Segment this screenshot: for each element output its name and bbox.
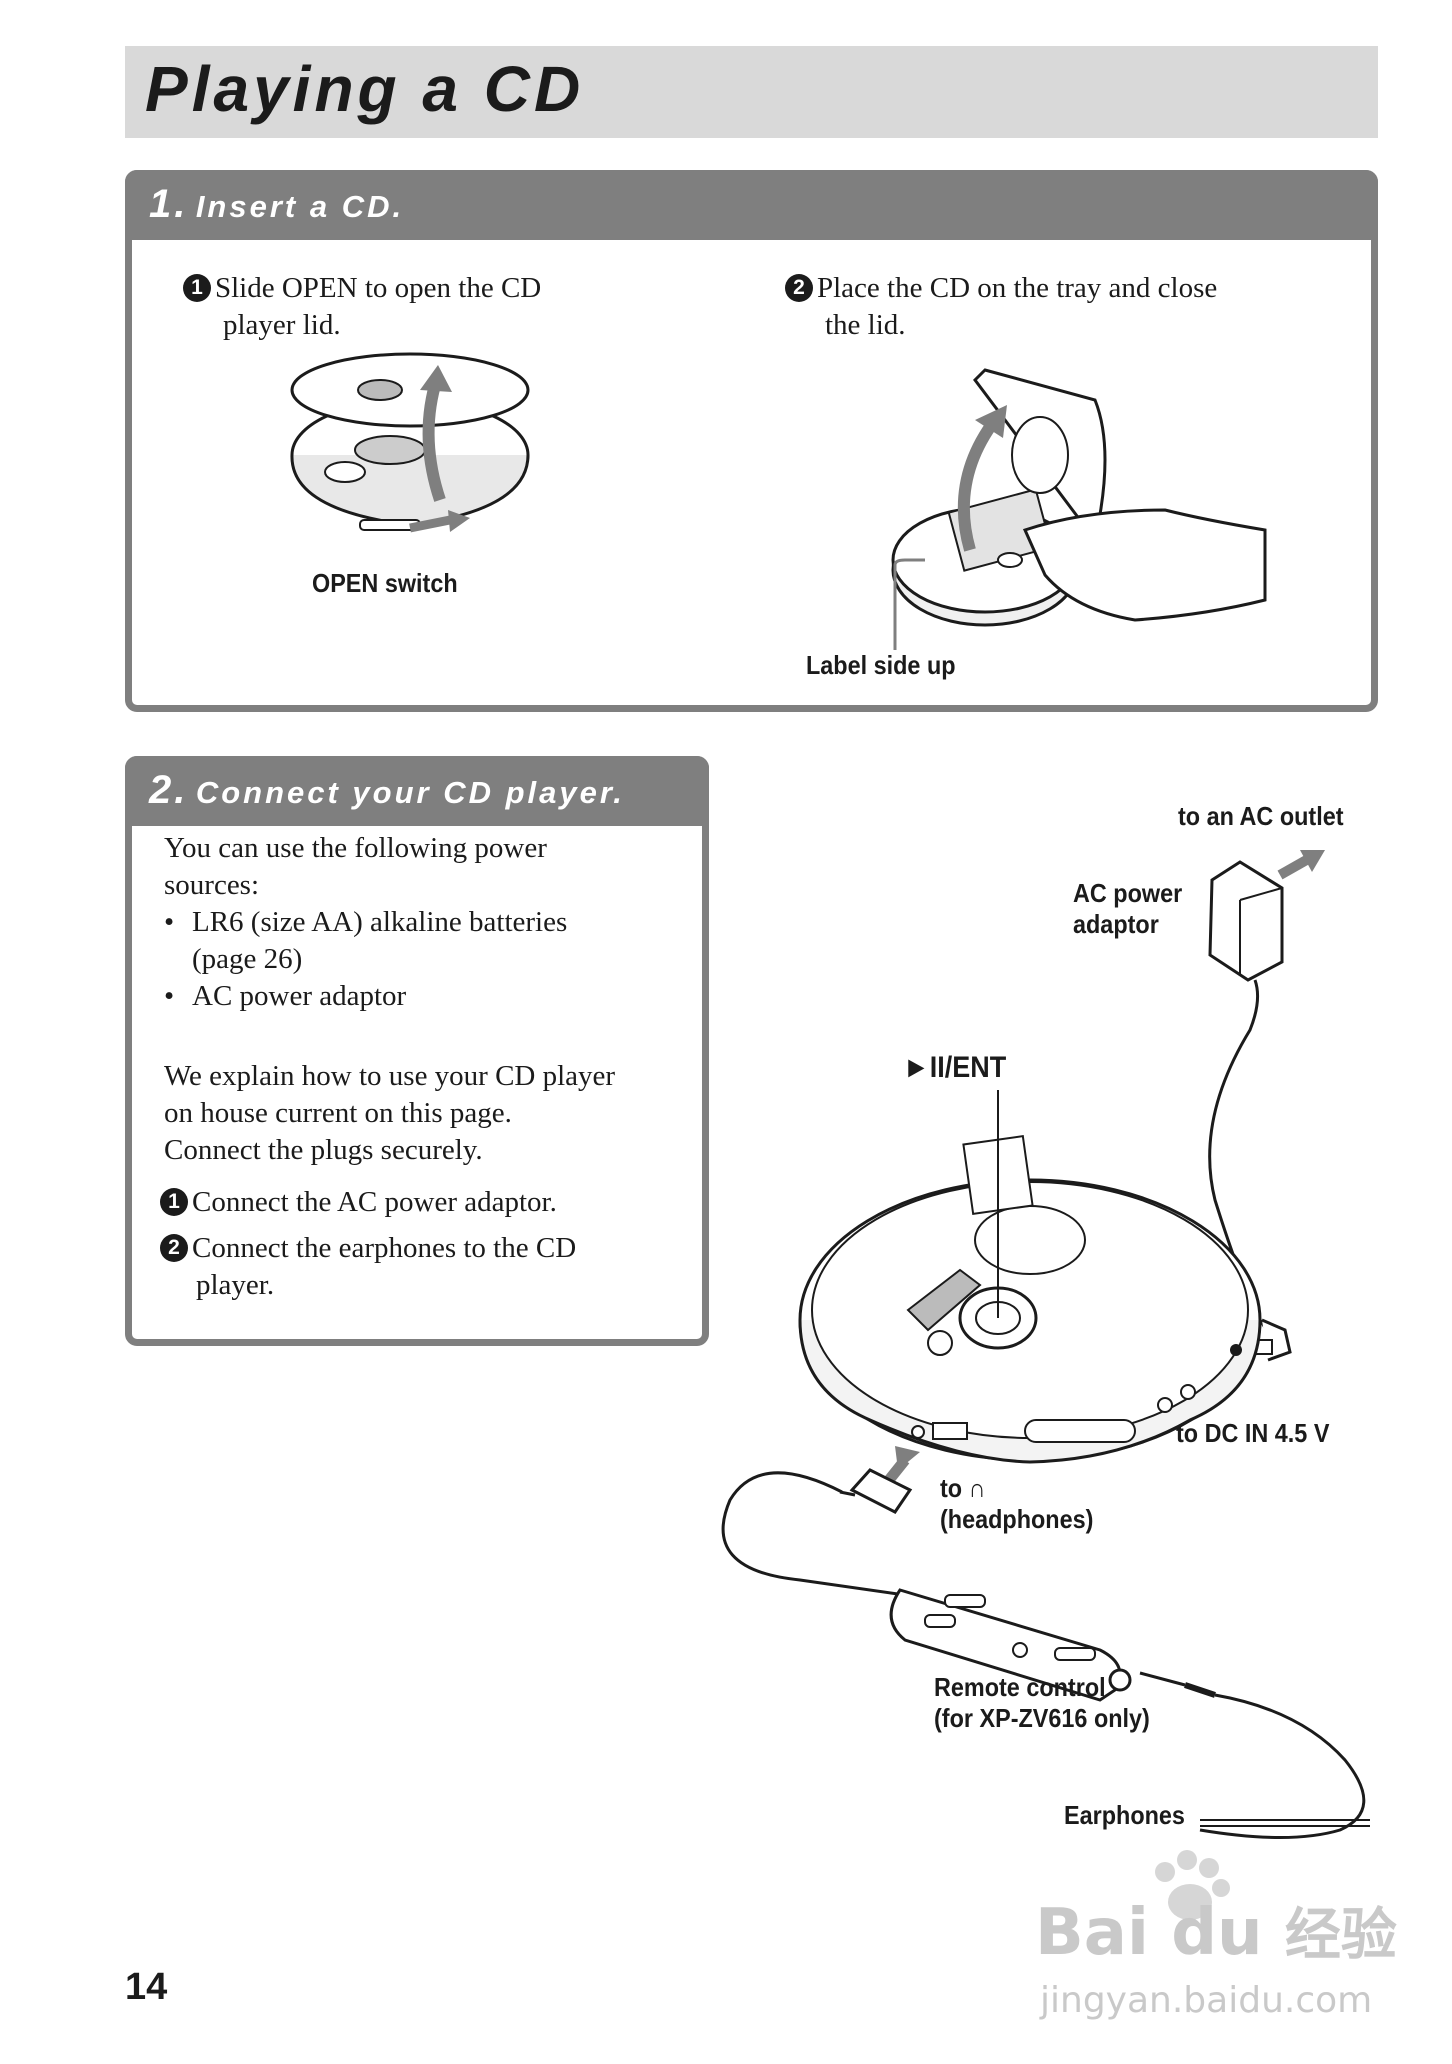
section-heading: Insert a CD. — [195, 189, 405, 224]
section-insert-cd-header: 1. Insert a CD. — [125, 170, 1378, 240]
section-connect-header: 2. Connect your CD player. — [125, 756, 709, 826]
cd-player-icon — [798, 1090, 1262, 1464]
bullet-text: (page 26) — [192, 943, 303, 975]
remote-control-label: Remote control (for XP-ZV616 only) — [934, 1672, 1150, 1734]
cd-player-open-illustration — [290, 352, 530, 533]
bullet-text: AC power adaptor — [192, 980, 407, 1012]
headphone-icon: ∩ — [968, 1473, 986, 1503]
page-number: 14 — [125, 1966, 168, 2008]
watermark-brand-text: Bai du — [1035, 1896, 1263, 1970]
step-text: Connect the AC power adaptor. — [192, 1186, 557, 1218]
remote-control-icon — [889, 1588, 1132, 1702]
play-ent-label: ►II/ENT — [903, 1051, 1007, 1084]
open-switch-label: OPEN switch — [312, 568, 458, 598]
watermark-brand: Bai du 经验 — [1035, 1890, 1397, 1971]
power-sources-text: You can use the following power sources:… — [164, 830, 567, 1015]
ac-adaptor-text: adaptor — [1073, 909, 1159, 939]
intro-text: You can use the following power — [164, 832, 547, 864]
step-marker: 2 — [785, 274, 813, 302]
para-text: Connect the plugs securely. — [164, 1134, 483, 1166]
page-title: Playing a CD — [145, 53, 585, 125]
paw-logo-icon — [1155, 1850, 1230, 1920]
bullet-dot: • — [164, 906, 175, 938]
headphones-text: (headphones) — [940, 1504, 1094, 1534]
bullet-text: LR6 (size AA) alkaline batteries — [192, 906, 568, 938]
step-marker: 1 — [183, 274, 211, 302]
to-text: to — [940, 1473, 963, 1503]
ac-power-text: AC power — [1073, 878, 1183, 908]
ac-power-adaptor-label: AC power adaptor — [1073, 878, 1182, 940]
remote-text: Remote control — [934, 1672, 1106, 1702]
step-text: player. — [196, 1269, 275, 1301]
step-text: Connect the earphones to the CD — [192, 1232, 577, 1264]
step-text: Slide OPEN to open the CD — [215, 272, 542, 304]
section-connect — [125, 756, 709, 1346]
to-ac-outlet-label: to an AC outlet — [1178, 801, 1344, 831]
bullet-dot: • — [164, 980, 175, 1012]
title-bar — [125, 46, 1378, 138]
watermark-brand-cn: 经验 — [1284, 1903, 1397, 1968]
step-marker: 2 — [160, 1234, 188, 1262]
step-marker: 1 — [160, 1188, 188, 1216]
step-text: Place the CD on the tray and close — [817, 272, 1218, 304]
remote-model-text: (for XP-ZV616 only) — [934, 1703, 1150, 1733]
intro-text: sources: — [164, 869, 260, 901]
label-side-up-label: Label side up — [806, 650, 956, 680]
para-text: on house current on this page. — [164, 1097, 512, 1129]
section-number: 1. — [149, 182, 189, 226]
house-current-text: We explain how to use your CD player on … — [164, 1058, 615, 1169]
watermark-url: jingyan.baidu.com — [1040, 1980, 1373, 2021]
cd-placing-illustration — [891, 368, 1267, 650]
step-text: player lid. — [223, 309, 341, 341]
para-text: We explain how to use your CD player — [164, 1060, 616, 1092]
section-heading: Connect your CD player. — [195, 775, 625, 810]
section-number: 2. — [149, 768, 189, 812]
headphones-label: to ∩ (headphones) — [940, 1473, 1093, 1535]
dc-in-label: to DC IN 4.5 V — [1176, 1418, 1330, 1448]
step-text: the lid. — [825, 309, 906, 341]
earphones-label: Earphones — [1064, 1800, 1185, 1830]
